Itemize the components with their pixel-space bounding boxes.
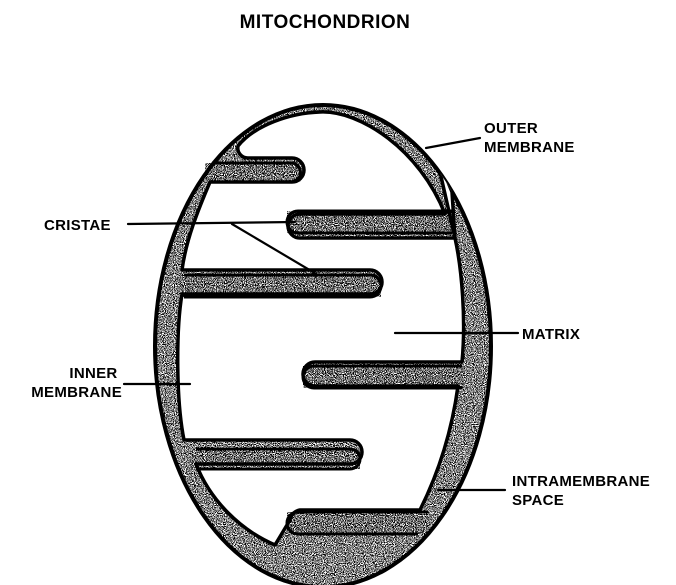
- crista-fold: [303, 366, 465, 388]
- matrix-label: MATRIX: [522, 326, 580, 343]
- outer-membrane-label: OUTER MEMBRANE: [484, 120, 575, 156]
- inner-membrane-label: INNER MEMBRANE: [31, 365, 122, 401]
- crista-fold: [180, 275, 381, 297]
- crista-fold: [287, 211, 452, 233]
- crista-fold: [190, 449, 360, 469]
- cristae-label: CRISTAE: [44, 217, 111, 234]
- outer-membrane-leader: [426, 138, 480, 148]
- diagram-title: MITOCHONDRION: [240, 12, 411, 33]
- crista-fold: [205, 163, 301, 182]
- intramembrane-space-label: INTRAMEMBRANE SPACE: [512, 473, 655, 509]
- mitochondrion-body: [150, 100, 500, 585]
